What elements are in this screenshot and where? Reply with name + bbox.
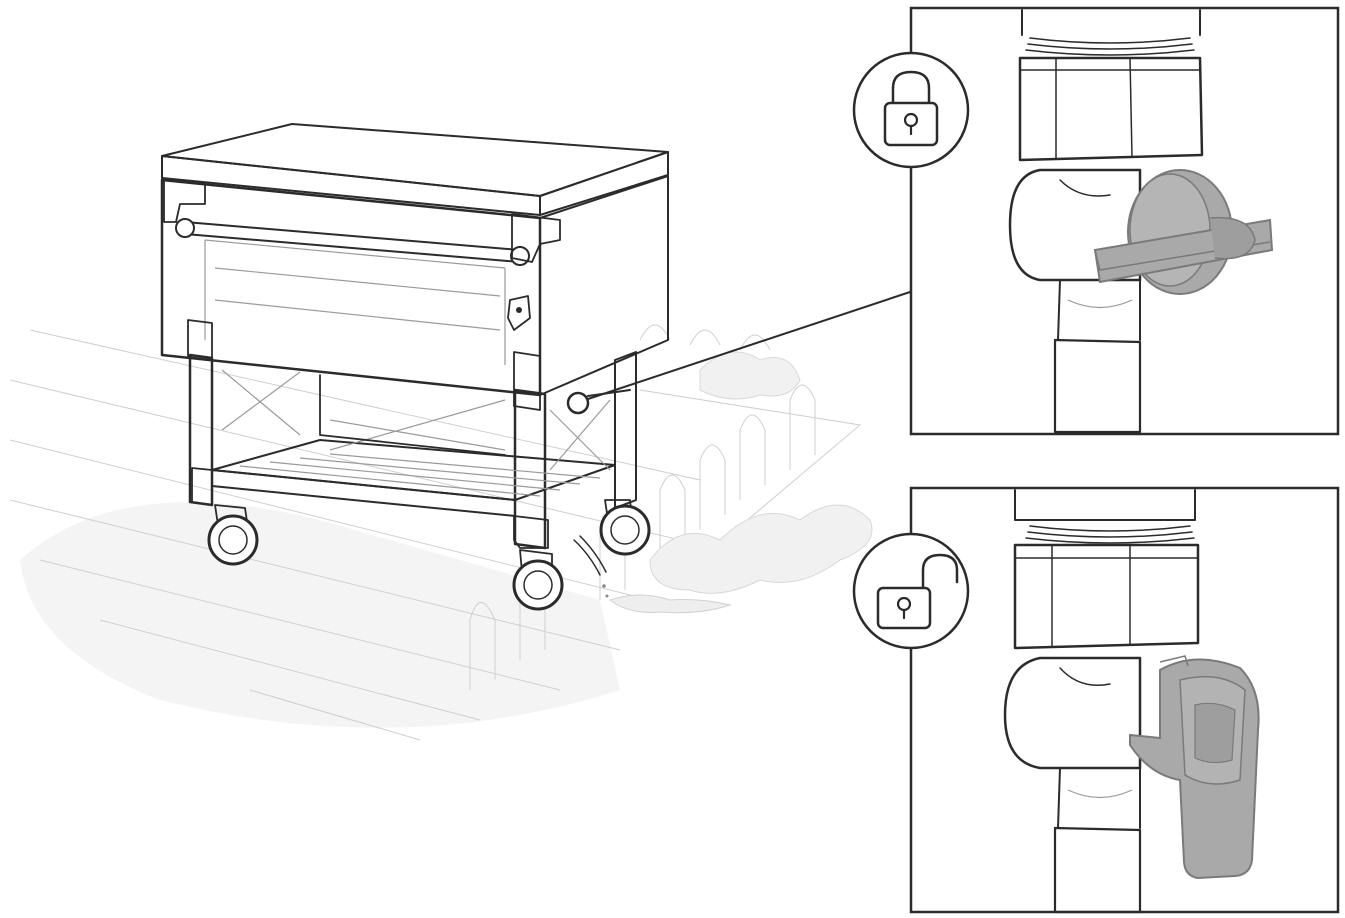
caster-wheel: [512, 549, 564, 611]
cooler-cart: [160, 123, 669, 611]
detail-panel-closed: [909, 6, 1340, 436]
deck-ground: [9, 329, 701, 741]
caster-wheel: [207, 504, 259, 566]
drain-valve-marker: [566, 391, 590, 415]
garden-fence: [469, 324, 873, 690]
padlock-open-icon: [852, 532, 970, 650]
callout-leader: [587, 291, 911, 400]
caster-wheel: [599, 499, 651, 556]
detail-panel-open: [909, 486, 1340, 914]
padlock-closed-icon: [852, 51, 970, 169]
